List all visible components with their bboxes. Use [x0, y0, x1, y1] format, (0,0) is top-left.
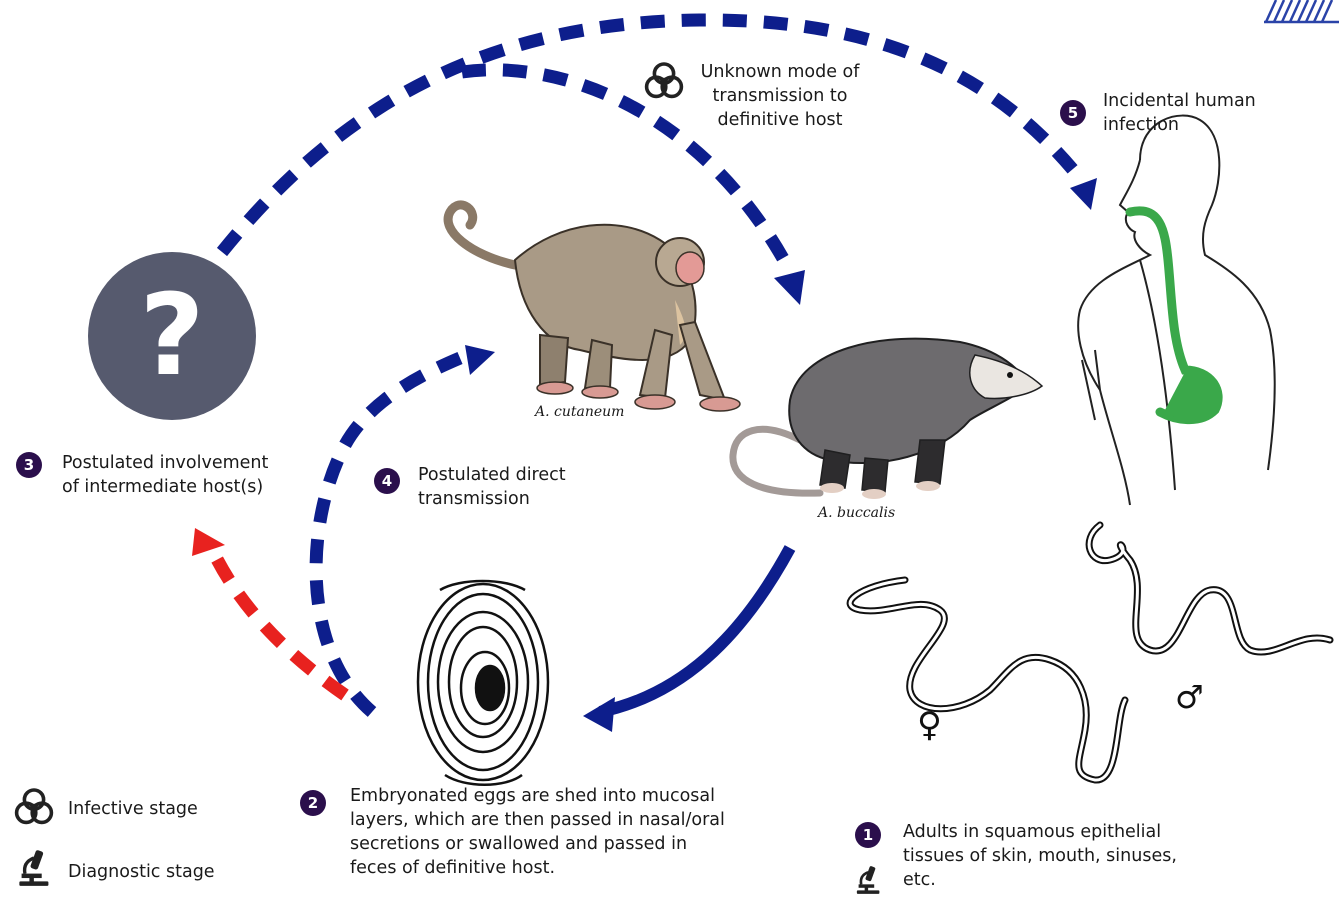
step-1-label: Adults in squamous epithelial tissues of…	[903, 820, 1177, 892]
arrowhead-opossum	[774, 270, 805, 305]
arrowhead-egg	[583, 697, 615, 732]
legend-infective-label: Infective stage	[68, 797, 198, 821]
step-5-label: Incidental human infection	[1103, 89, 1256, 137]
microscope-icon	[857, 866, 880, 894]
macaque-illustration	[448, 205, 740, 411]
arrow-to-intermediate-host	[210, 545, 345, 695]
monkey-species-label: A. cutaneum	[535, 404, 624, 420]
arrow-to-egg	[600, 548, 790, 712]
opossum-illustration	[733, 339, 1042, 499]
step-2-badge: 2	[300, 790, 326, 816]
legend-diagnostic-label: Diagnostic stage	[68, 860, 215, 884]
arrowhead-human	[1070, 178, 1097, 210]
arrowhead-red	[192, 528, 225, 556]
biohazard-icon	[647, 64, 682, 96]
step-5-badge: 5	[1060, 100, 1086, 126]
step-1-badge: 1	[855, 822, 881, 848]
arrowhead-monkey	[465, 345, 495, 375]
step-4-badge: 4	[374, 468, 400, 494]
question-mark: ?	[120, 268, 224, 404]
step-2-label: Embryonated eggs are shed into mucosal l…	[350, 784, 725, 880]
arrow-to-human	[222, 20, 1083, 252]
biohazard-icon	[17, 790, 52, 822]
embryonated-egg	[418, 581, 548, 785]
female-symbol: ♀	[917, 705, 942, 745]
male-symbol: ♂	[1175, 678, 1204, 716]
arrow-direct-transmission	[316, 358, 460, 712]
unknown-mode-label: Unknown mode of transmission to definiti…	[690, 60, 870, 132]
step-3-badge: 3	[16, 452, 42, 478]
microscope-icon	[19, 850, 48, 886]
step-3-label: Postulated involvement of intermediate h…	[62, 451, 268, 499]
opossum-species-label: A. buccalis	[818, 505, 895, 521]
corner-logo	[1255, 0, 1339, 22]
step-4-label: Postulated direct transmission	[418, 463, 566, 511]
